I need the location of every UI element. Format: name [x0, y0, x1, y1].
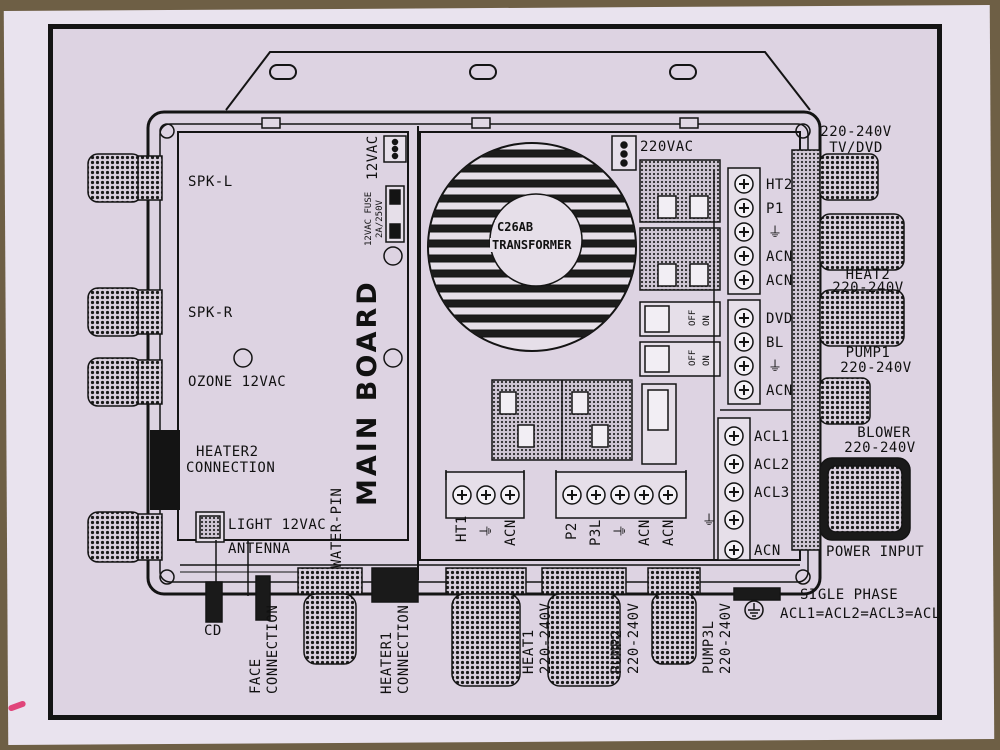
label-light: LIGHT 12VAC: [228, 517, 327, 533]
label-heat2-voltage: 220-240V: [832, 280, 904, 296]
label-fuse-rating: 2A/250V: [375, 200, 385, 238]
terminal-strips: [445, 167, 761, 561]
label-fuse: 12VAC FUSE: [364, 191, 374, 246]
left-cable-glands: [87, 153, 163, 563]
label-pump2: PUMP2: [609, 629, 625, 674]
label-heater1: HEATER1: [379, 631, 395, 694]
label-cd: CD: [204, 623, 222, 639]
terminal-acl3: ACL3: [754, 485, 790, 501]
terminal-ht2: HT2: [766, 177, 793, 193]
terminal-p2: P2: [564, 522, 580, 540]
terminal-p3l: P3L: [588, 519, 604, 546]
terminal-p1: P1: [766, 201, 784, 217]
label-transformer-model: C26AB: [495, 220, 536, 234]
label-heater1-connection: CONNECTION: [396, 604, 412, 694]
terminal-acn-5: ACN: [503, 519, 519, 546]
relay-label-on: ON: [702, 315, 712, 326]
label-pump1: PUMP1: [845, 345, 891, 361]
label-heat1: HEAT1: [521, 629, 537, 674]
terminal-acl1: ACL1: [754, 429, 790, 445]
relay-label-off-2: OFF: [688, 349, 698, 366]
terminal-ground-5: ⏚: [613, 523, 629, 539]
terminal-acn-6: ACN: [637, 519, 653, 546]
mounting-flange: [225, 51, 811, 111]
label-single-phase: SIGLE PHASE: [800, 587, 899, 603]
terminal-acn-2: ACN: [766, 273, 793, 289]
terminal-acl2: ACL2: [754, 457, 790, 473]
label-pump1-voltage: 220-240V: [840, 360, 912, 376]
label-main-board: MAIN BOARD: [352, 279, 383, 506]
terminal-ground-4: ⏚: [479, 523, 495, 539]
label-220vac: 220VAC: [640, 139, 694, 155]
label-power-input: POWER INPUT: [826, 544, 925, 560]
relay-label-off: OFF: [688, 309, 698, 326]
terminal-acn-1: ACN: [766, 249, 793, 265]
label-heater2-connection: CONNECTION: [186, 460, 276, 476]
label-heat2: HEAT2: [845, 267, 891, 283]
relay-blocks: [491, 135, 721, 465]
label-antenna: ANTENNA: [228, 541, 291, 557]
terminal-ground-3: ⏚: [702, 513, 717, 529]
terminal-ht1: HT1: [454, 515, 470, 542]
terminal-ground-1: ⏚: [768, 225, 783, 241]
terminal-bl: BL: [766, 335, 784, 351]
label-tv-voltage: 220-240V: [820, 124, 892, 140]
label-blower-voltage: 220-240V: [844, 440, 916, 456]
ground-icon: [744, 600, 764, 620]
label-tv-dvd: TV/DVD: [829, 140, 883, 156]
terminal-dvd: DVD: [766, 311, 793, 327]
label-acl-equation: ACL1=ACL2=ACL3=ACL: [780, 606, 941, 622]
label-spk-l: SPK-L: [188, 174, 233, 190]
relay-label-on-2: ON: [702, 355, 712, 366]
label-spk-r: SPK-R: [188, 305, 233, 321]
label-pump2-voltage: 220-240V: [626, 602, 642, 674]
terminal-acn-3: ACN: [766, 383, 793, 399]
label-ozone: OZONE 12VAC: [188, 374, 287, 390]
label-heater2: HEATER2: [196, 444, 259, 460]
label-face-connection: CONNECTION: [265, 604, 281, 694]
label-12vac: 12VAC: [365, 135, 381, 180]
label-transformer: TRANSFORMER: [490, 238, 574, 252]
label-water-pin: WATER-PIN: [329, 487, 345, 568]
right-cable-glands: [791, 149, 911, 551]
terminal-acn-7: ACN: [661, 519, 677, 546]
label-pump3l-voltage: 220-240V: [718, 602, 734, 674]
label-face: FACE: [248, 658, 264, 694]
label-heat1-voltage: 220-240V: [538, 602, 554, 674]
label-blower: BLOWER: [857, 425, 911, 441]
bottom-cable-glands: [205, 567, 781, 687]
terminal-acn-4: ACN: [754, 543, 781, 559]
label-pump3l: PUMP3L: [701, 620, 717, 674]
terminal-ground-2: ⏚: [768, 359, 783, 375]
